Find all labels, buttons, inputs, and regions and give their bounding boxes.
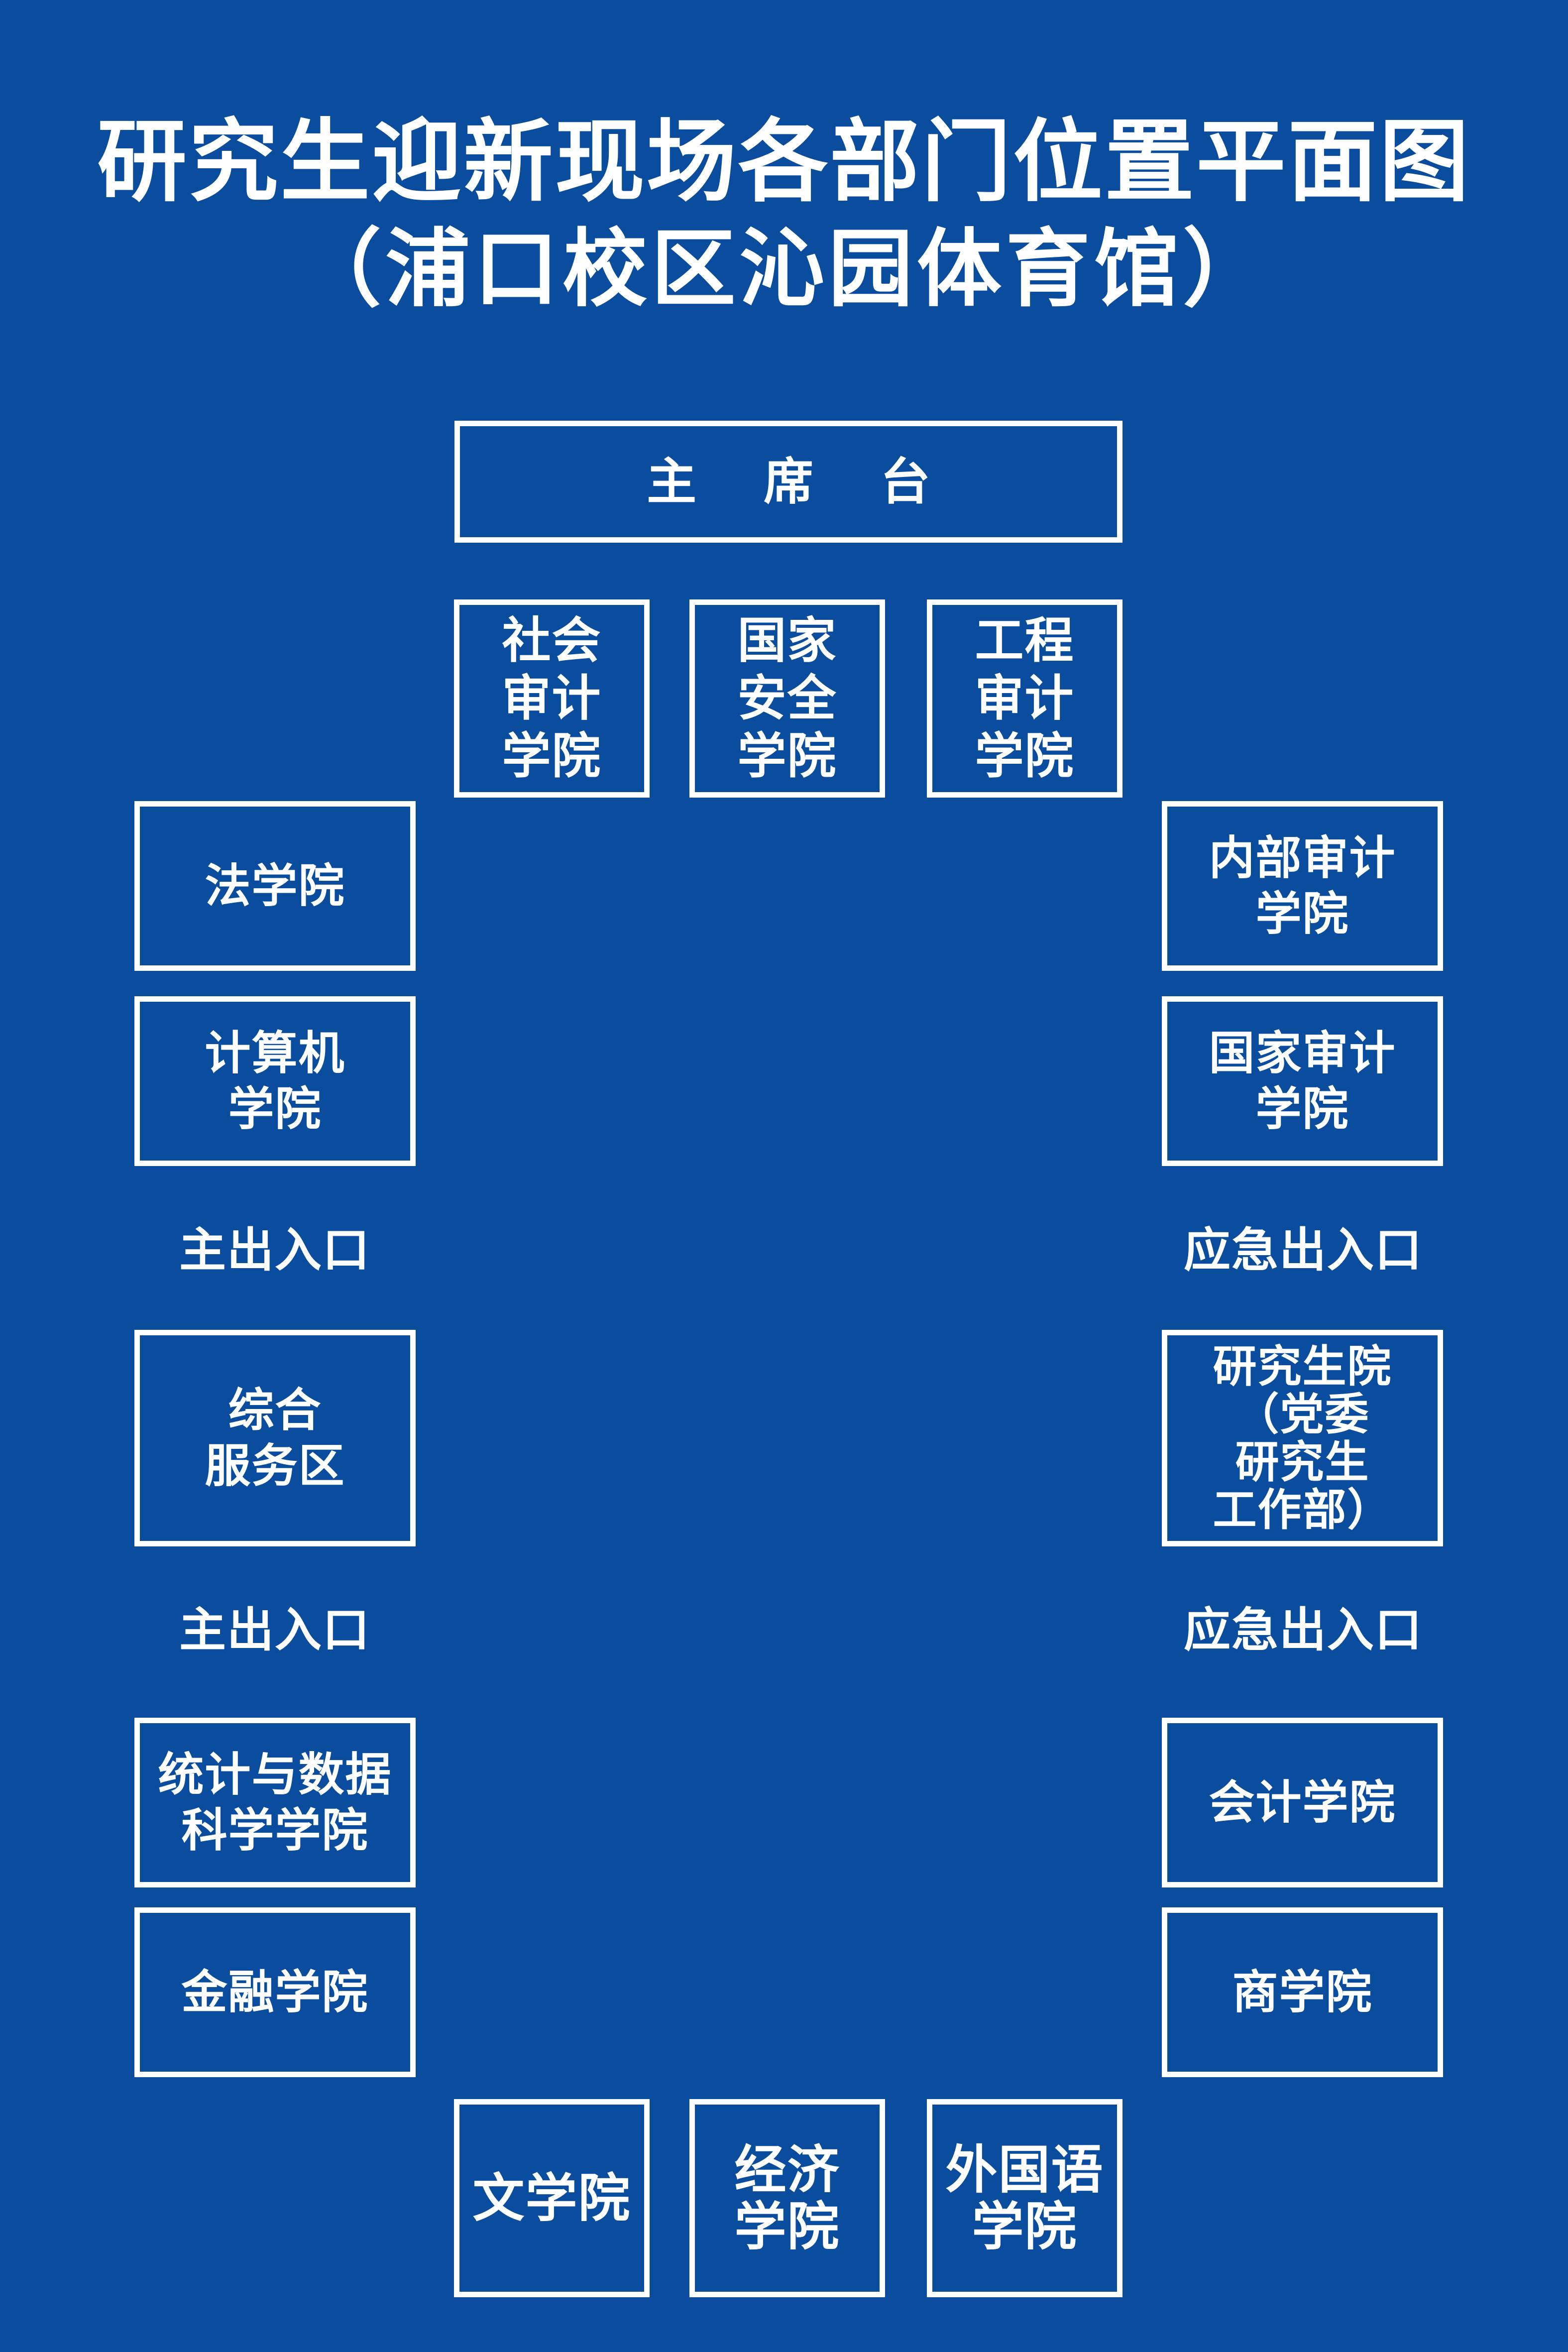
dept-label: 国家审计 学院 (1209, 1026, 1396, 1136)
plan-subtitle: （浦口校区沁园体育馆） (296, 219, 1271, 319)
dept-box-national-audit: 国家审计 学院 (1162, 996, 1443, 1166)
podium-box: 主 席 台 (454, 421, 1122, 543)
dept-label: 法学院 (205, 859, 345, 913)
dept-label: 经济 学院 (734, 2139, 840, 2257)
emergency-entrance-label: 应急出入口 (1183, 1603, 1423, 1657)
dept-box-computer: 计算机 学院 (134, 996, 416, 1166)
plan-title: 研究生迎新现场各部门位置平面图 (97, 109, 1471, 214)
dept-label: 会计学院 (1209, 1775, 1396, 1829)
dept-label: 商学院 (1232, 1965, 1373, 2019)
podium-label: 主 席 台 (647, 452, 955, 511)
emergency-entrance-label: 应急出入口 (1183, 1223, 1423, 1278)
dept-box-foreign-languages: 外国语 学院 (927, 2099, 1122, 2297)
dept-label: 文学院 (472, 2168, 631, 2229)
dept-box-graduate-school: 研究生院 （党委 研究生 工作部） (1162, 1330, 1443, 1546)
dept-box-accounting: 会计学院 (1162, 1718, 1443, 1887)
dept-box-literature: 文学院 (454, 2099, 650, 2297)
dept-label: 外国语 学院 (945, 2139, 1104, 2257)
dept-label: 计算机 学院 (205, 1026, 345, 1136)
dept-box-business: 商学院 (1162, 1907, 1443, 2077)
dept-box-internal-audit: 内部审计 学院 (1162, 801, 1443, 971)
dept-label: 社会 审计 学院 (502, 612, 602, 785)
dept-label: 研究生院 （党委 研究生 工作部） (1213, 1340, 1392, 1535)
dept-box-social-audit: 社会 审计 学院 (454, 599, 650, 798)
dept-label: 工程 审计 学院 (975, 612, 1075, 785)
main-entrance-label: 主出入口 (179, 1223, 370, 1278)
dept-label: 内部审计 学院 (1209, 831, 1396, 941)
service-area-box: 综合 服务区 (134, 1330, 416, 1546)
dept-label: 综合 服务区 (205, 1383, 345, 1493)
dept-box-engineering-audit: 工程 审计 学院 (927, 599, 1122, 798)
dept-label: 金融学院 (181, 1965, 369, 2019)
dept-box-economics: 经济 学院 (689, 2099, 885, 2297)
dept-box-finance: 金融学院 (134, 1907, 416, 2077)
dept-label: 统计与数据 科学学院 (158, 1748, 392, 1857)
dept-box-national-security: 国家 安全 学院 (689, 599, 885, 798)
dept-box-law: 法学院 (134, 801, 416, 971)
main-entrance-label: 主出入口 (179, 1603, 370, 1657)
dept-label: 国家 安全 学院 (737, 612, 837, 785)
dept-box-statistics: 统计与数据 科学学院 (134, 1718, 416, 1887)
